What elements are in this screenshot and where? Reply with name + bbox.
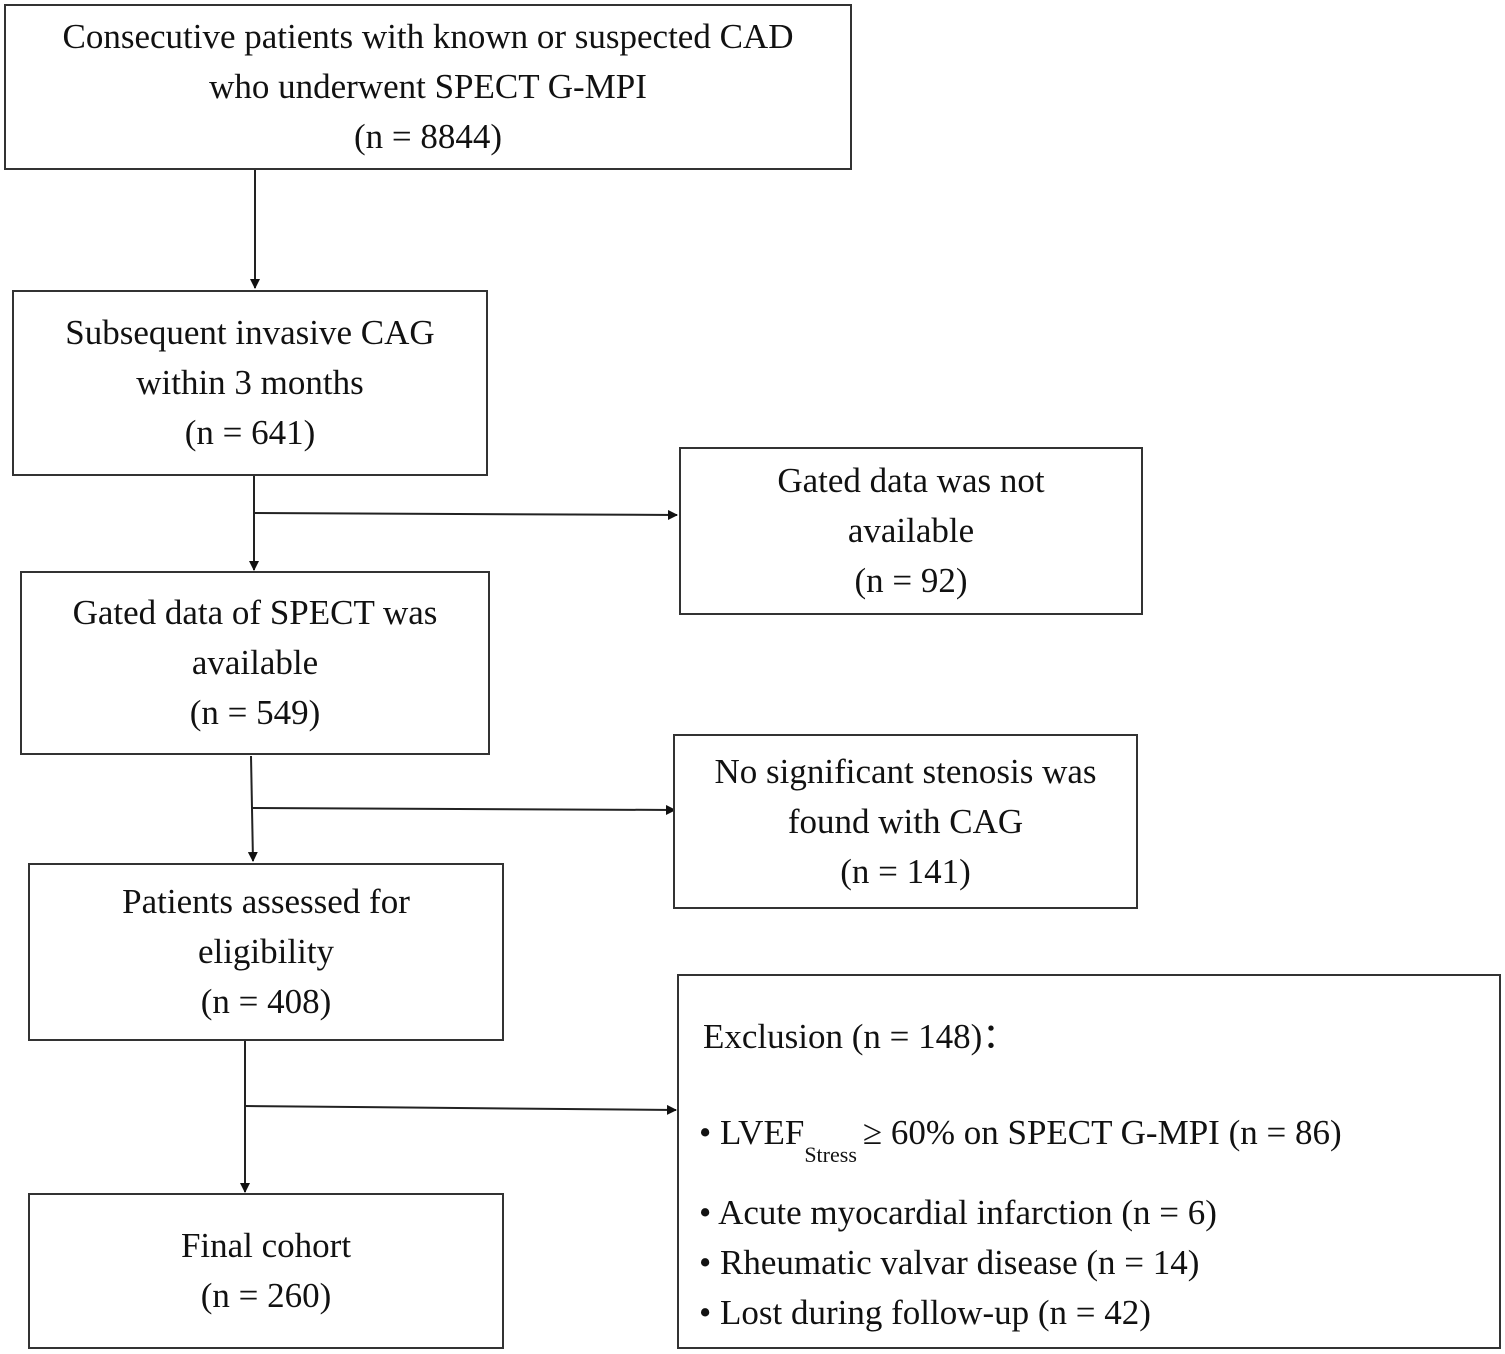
exclusion-lvef-subscript: Stress <box>804 1142 857 1167</box>
gated-available-line2: available <box>191 643 319 682</box>
no-stenosis-box: No significant stenosis was found with C… <box>673 734 1138 909</box>
assessed-eligibility-line2: eligibility <box>197 932 335 971</box>
gated-available-count: (n = 549) <box>189 693 321 732</box>
invasive-cag-box: Subsequent invasive CAG within 3 months … <box>12 290 488 476</box>
invasive-cag-count: (n = 641) <box>184 413 316 452</box>
arrow-to-no-stenosis <box>251 804 676 815</box>
initial-patients-line1: Consecutive patients with known or suspe… <box>62 17 794 56</box>
invasive-cag-line2: within 3 months <box>136 363 364 402</box>
gated-not-available-line2: available <box>847 511 975 550</box>
exclusion-item-rheumatic: • Rheumatic valvar disease (n = 14) <box>699 1243 1200 1282</box>
invasive-cag-line1: Subsequent invasive CAG <box>65 313 435 352</box>
arrow-to-gated-not-available <box>253 509 678 520</box>
exclusion-item-mi: • Acute myocardial infarction (n = 6) <box>699 1193 1217 1232</box>
initial-patients-box: Consecutive patients with known or suspe… <box>4 4 852 170</box>
initial-patients-count: (n = 8844) <box>353 117 503 156</box>
exclusion-title: Exclusion (n = 148)： <box>703 1017 1018 1056</box>
assessed-eligibility-box: Patients assessed for eligibility (n = 4… <box>28 863 504 1041</box>
gated-not-available-box: Gated data was not available (n = 92) <box>679 447 1143 615</box>
exclusion-item-lost-followup: • Lost during follow-up (n = 42) <box>699 1293 1151 1332</box>
no-stenosis-count: (n = 141) <box>840 851 971 891</box>
gated-available-box: Gated data of SPECT was available (n = 5… <box>20 571 490 755</box>
exclusion-box: Exclusion (n = 148)： • LVEFStress≥ 60% o… <box>677 974 1501 1349</box>
arrow-to-exclusion <box>244 1104 677 1115</box>
exclusion-lvef-main: LVEF <box>720 1113 805 1152</box>
exclusion-item-lvef: • LVEFStress≥ 60% on SPECT G-MPI (n = 86… <box>699 1108 1342 1167</box>
gated-not-available-line1: Gated data was not <box>777 461 1045 500</box>
initial-patients-line2: who underwent SPECT G-MPI <box>209 67 647 106</box>
gated-not-available-count: (n = 92) <box>854 561 968 600</box>
no-stenosis-line1: No significant stenosis was <box>714 751 1097 791</box>
final-cohort-box: Final cohort (n = 260) <box>28 1193 504 1349</box>
assessed-eligibility-count: (n = 408) <box>200 982 332 1021</box>
exclusion-lvef-bullet: • <box>699 1113 712 1152</box>
no-stenosis-line2: found with CAG <box>787 801 1024 841</box>
gated-available-line1: Gated data of SPECT was <box>72 593 438 632</box>
final-cohort-label: Final cohort <box>180 1226 352 1265</box>
final-cohort-count: (n = 260) <box>200 1276 332 1315</box>
exclusion-lvef-rest: ≥ 60% on SPECT G-MPI (n = 86) <box>862 1113 1342 1152</box>
assessed-eligibility-line1: Patients assessed for <box>122 882 410 921</box>
